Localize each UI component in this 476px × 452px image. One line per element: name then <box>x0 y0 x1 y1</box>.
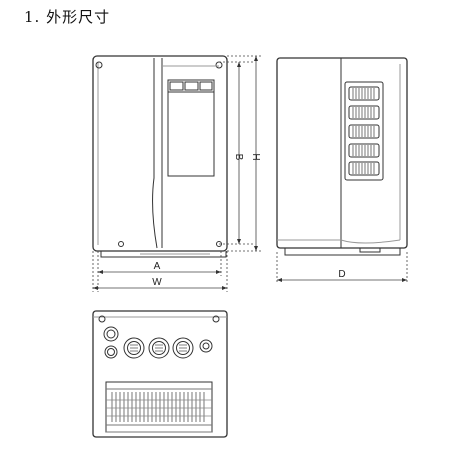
fan-grille-slots <box>106 392 212 422</box>
depth-dimension <box>276 252 408 284</box>
bottom-housing <box>92 310 228 438</box>
width-dimensions <box>92 251 228 292</box>
keypad-panel <box>167 79 215 177</box>
side-vent-slots <box>348 86 380 176</box>
keypad-key-2 <box>184 81 199 91</box>
front-view <box>92 55 228 258</box>
mount-hole-bottom-left <box>118 241 124 247</box>
height-dimensions <box>219 55 262 252</box>
mount-hole-top-left <box>95 61 103 69</box>
front-base <box>100 251 227 258</box>
side-foot <box>359 247 381 253</box>
side-housing <box>276 57 408 249</box>
side-view <box>276 57 408 256</box>
front-housing <box>92 55 228 252</box>
bottom-screw-left <box>98 315 106 323</box>
keypad-key-1 <box>169 81 184 91</box>
dim-label-a: A <box>154 261 161 272</box>
mount-hole-bottom-right <box>216 241 222 247</box>
bottom-screw-right <box>212 315 220 323</box>
keypad-key-3 <box>199 81 213 91</box>
dim-label-w: W <box>152 277 162 288</box>
side-vent-frame <box>344 81 384 181</box>
cover-curve <box>152 58 158 249</box>
section-heading: 1. 外形尺寸 <box>24 6 110 27</box>
bottom-view <box>92 310 228 438</box>
section-title: 外形尺寸 <box>46 8 111 26</box>
dim-label-d: D <box>338 269 345 280</box>
dim-label-h: H <box>250 153 261 160</box>
cable-glands <box>103 326 213 359</box>
side-base <box>284 248 401 256</box>
section-number: 1. <box>24 8 41 26</box>
mount-hole-top-right <box>215 61 223 69</box>
dim-label-b: B <box>233 154 244 161</box>
